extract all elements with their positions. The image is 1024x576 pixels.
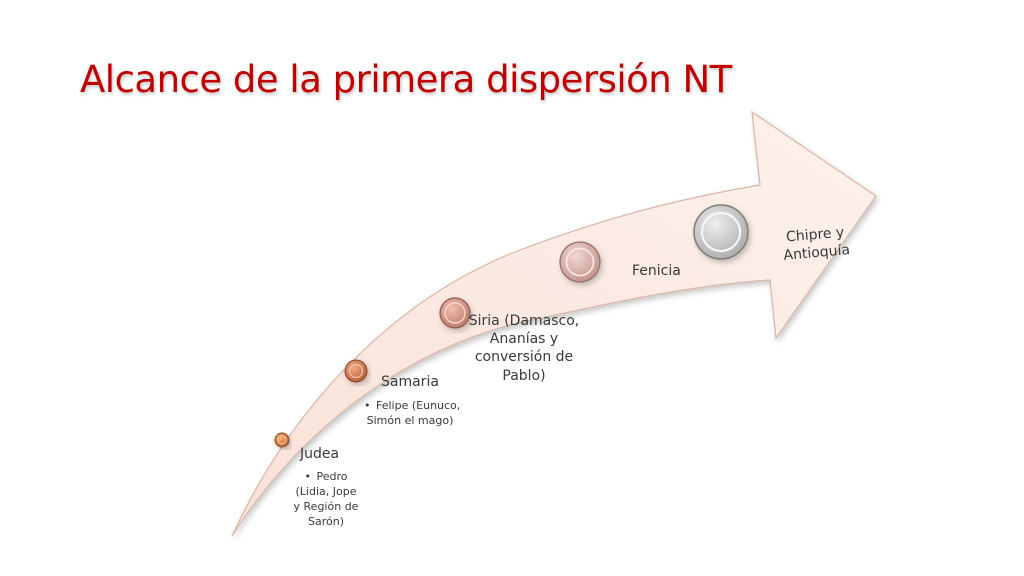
step-node-1 [274,432,290,448]
step-1-detail-line-4: Sarón) [308,514,344,528]
step-2-label: Samaria [381,373,439,391]
step-3-label: Siria (Damasco, Ananías y conversión de … [462,312,586,385]
step-node-4 [559,241,601,283]
step-2-detail-line-1: Felipe (Eunuco, [376,399,461,412]
step-4-label: Fenicia [632,262,681,280]
step-3-label-line-3: conversión de [474,349,574,366]
step-4-label-line: Fenicia [632,263,681,279]
step-node-5 [693,204,749,260]
step-node-3 [439,297,471,329]
step-2-label-line: Samaria [381,374,439,390]
step-3-label-line-4: Pablo) [502,367,546,384]
step-1-label: Judea [300,445,339,463]
step-1-detail-line-1: Pedro [316,470,348,483]
step-3-label-line-1: Siria (Damasco, [468,313,580,329]
step-2-detail-line-2: Simón el mago) [366,413,454,427]
step-1-label-line: Judea [300,446,340,462]
step-1-detail: Pedro (Lidia, Jope y Región de Sarón) [290,470,362,529]
step-node-2 [344,359,368,383]
step-3-label-line-2: Ananías y [489,331,559,348]
step-2-detail: Felipe (Eunuco, Simón el mago) [364,399,461,429]
step-1-detail-line-3: y Región de [293,499,359,513]
step-1-detail-line-2: (Lidia, Jope [295,484,357,498]
slide-title: Alcance de la primera dispersión NT [80,58,732,101]
